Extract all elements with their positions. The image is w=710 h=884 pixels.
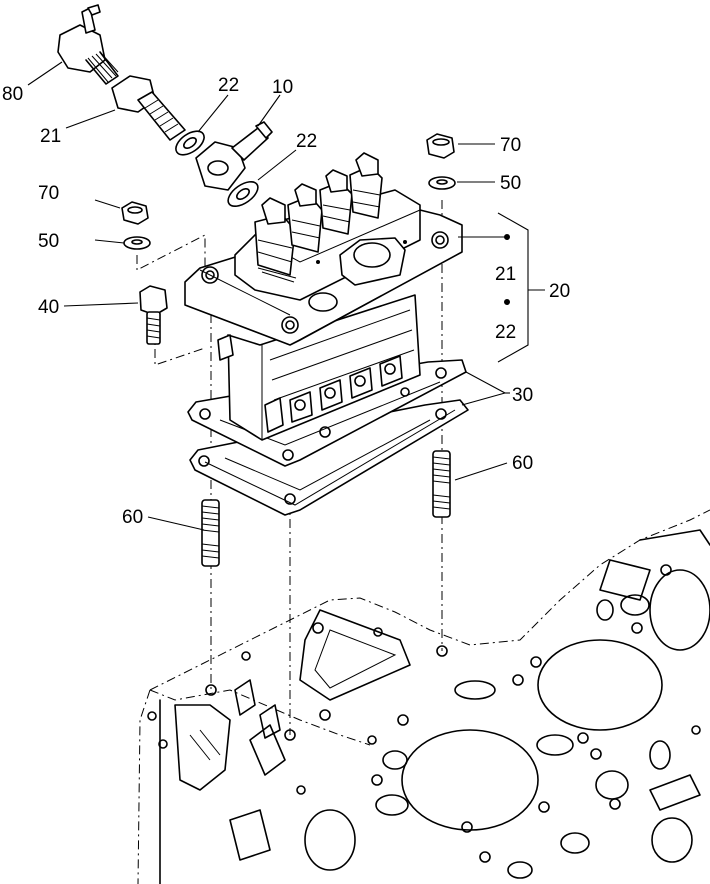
callout-22-group: 22	[495, 322, 516, 343]
callout-50-left: 50	[38, 231, 59, 252]
stud-left	[201, 499, 220, 567]
callout-10: 10	[272, 77, 293, 98]
callout-21-group: 21	[495, 264, 516, 285]
callout-21-fitting: 21	[40, 126, 61, 147]
callout-30: 30	[512, 385, 533, 406]
callout-70-right: 70	[500, 135, 521, 156]
seal-washer-a	[175, 130, 205, 156]
callouts: 80 21 22 10 22 70 50 70 50 40 20 21 22 3…	[2, 75, 570, 528]
callout-20: 20	[549, 281, 570, 302]
callout-80: 80	[2, 84, 23, 105]
callout-60-left: 60	[122, 507, 143, 528]
bolt	[139, 285, 168, 345]
nut-right	[426, 133, 455, 159]
nut-left	[121, 201, 149, 225]
banjo-bolt	[111, 75, 186, 141]
callout-60-right: 60	[512, 453, 533, 474]
seal-washer-b	[227, 180, 259, 208]
washer-right	[428, 176, 456, 190]
washer-left	[123, 236, 151, 250]
delivery-valve-holders	[254, 152, 383, 283]
callout-40: 40	[38, 297, 59, 318]
leader-lines	[27, 61, 545, 531]
stud-right	[432, 450, 451, 518]
overflow-fitting	[57, 4, 119, 85]
callout-50-right: 50	[500, 173, 521, 194]
callout-70-left: 70	[38, 183, 59, 204]
banjo-fitting	[195, 121, 273, 191]
callout-22-mid: 22	[296, 131, 317, 152]
callout-22-top: 22	[218, 75, 239, 96]
bolt-holes	[147, 564, 701, 863]
injection-pump	[184, 152, 463, 441]
engine-block	[137, 509, 710, 884]
